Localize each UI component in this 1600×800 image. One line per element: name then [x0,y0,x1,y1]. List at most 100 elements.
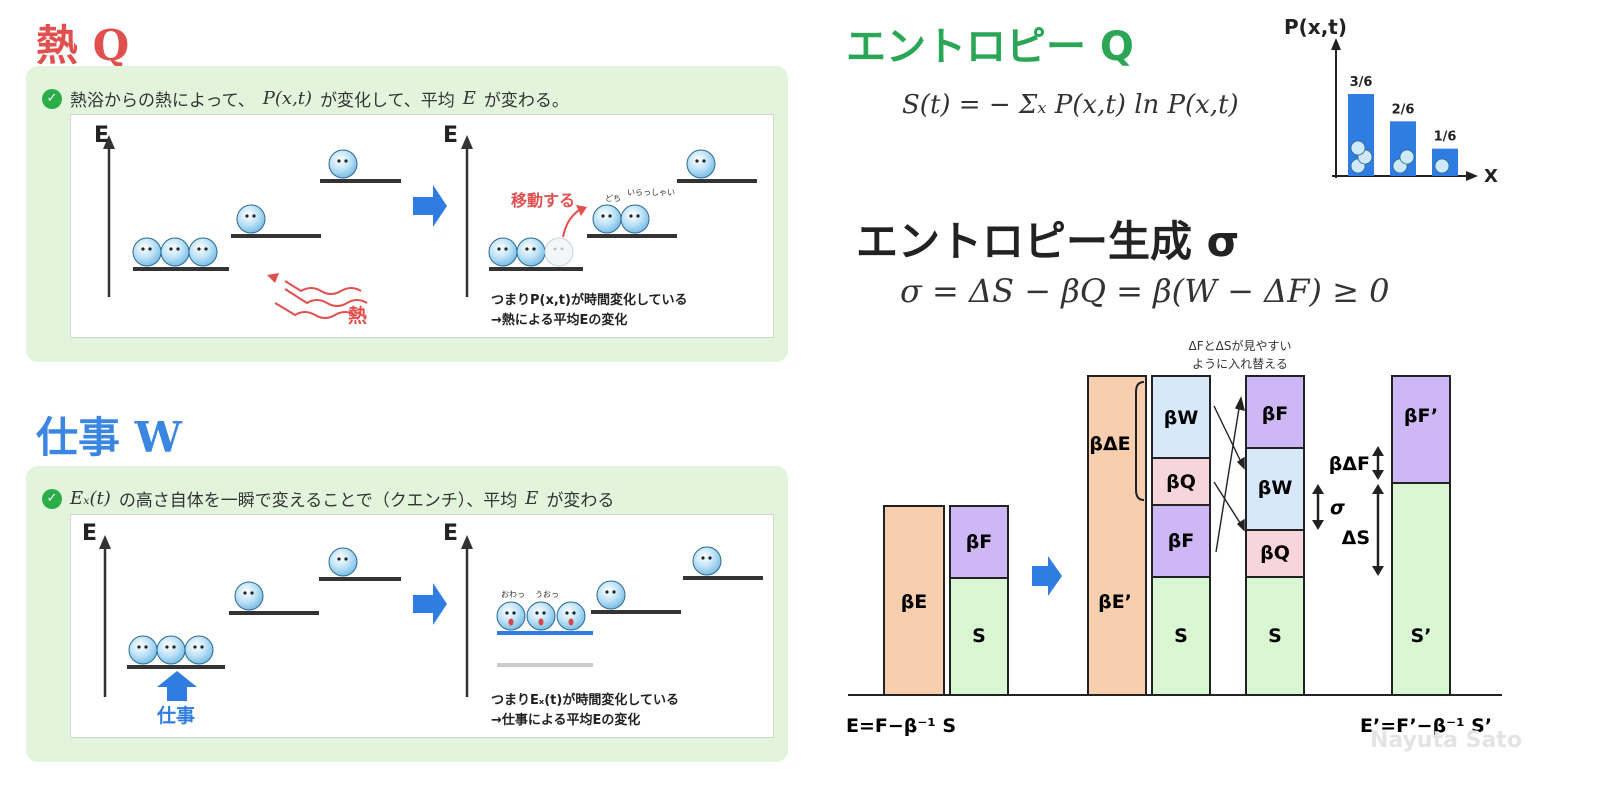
work-illustration: E E 仕事 おわっ うおっ つまりEₓ(t)が時間変化している →仕事による平… [70,514,774,738]
block-beta-q-2 [1245,529,1305,578]
production-formula: σ = ΔS − βQ = β(W − ΔF) ≥ 0 [900,272,1390,310]
arrow-up-icon [1312,484,1324,494]
bar-label-1: 3/6 [1350,75,1373,90]
label-beta-f-2: βF [1168,530,1195,552]
check-icon: ✓ [42,488,62,509]
swap-note-line1: ΔFとΔSが見やすい [1189,338,1292,353]
equation-right: E’=F’−β⁻¹ S’ [1360,715,1492,737]
bar-label-2: 2/6 [1392,102,1415,117]
label-delta-s: ΔS [1342,527,1370,549]
label-beta-e-prime: βE’ [1098,591,1132,613]
work-title: 仕事 W [36,413,182,462]
label-beta-delta-e: βΔE [1089,433,1130,455]
work-note-line1: つまりEₓ(t)が時間変化している [491,693,679,708]
transition-arrow-icon [1032,556,1062,596]
particle-group-mid-after [592,204,650,234]
heat-panel: ✓ 熱浴からの熱によって、 P(x,t) が変化して、平均 E が変わる。 [26,66,788,362]
block-s-2 [1151,576,1211,696]
label-beta-q-2: βQ [1260,542,1290,564]
entropy-formula: S(t) = − Σₓ P(x,t) ln P(x,t) [902,90,1239,120]
work-bullet-math-e: E [525,488,539,509]
axis-arrow-icon [103,135,115,149]
block-beta-e-prime [1087,375,1147,696]
whisper-label-1: おわっ [501,590,525,599]
heat-bullet: ✓ 熱浴からの熱によって、 P(x,t) が変化して、平均 E が変わる。 [42,86,569,111]
whisper-label-2: うおっ [535,590,559,599]
chart-x-label: X [1484,166,1498,187]
heat-note-line1: つまりP(x,t)が時間変化している [491,293,688,308]
label-s: S [972,625,986,647]
particle-high [328,547,358,577]
particle-icon [1399,149,1415,165]
axis-arrow-icon [99,535,111,549]
work-bullet-text-c: が変わる [546,491,615,511]
axis-arrow-icon [461,135,473,149]
swap-arrows-icon [1213,395,1245,553]
label-beta-delta-f: βΔF [1329,453,1370,475]
work-diagram-svg [99,535,763,701]
swap-note-line2: ように入れ替える [1192,357,1288,371]
block-beta-q [1151,457,1211,506]
label-s-2: S [1174,625,1188,647]
chart-bars: 3/6 2/6 1/6 [1348,75,1458,176]
particle-icon [1350,140,1366,156]
label-beta-f: βF [966,531,993,553]
label-sigma: σ [1330,497,1345,519]
work-panel: ✓ Eₓ(t) の高さ自体を一瞬で変えることで（クエンチ）、平均 E が変わる [26,466,788,762]
particle-mid [234,581,264,611]
heat-title: 熱 Q [36,21,130,70]
heat-illustration: E E 熱 移動する どち いらっしゃい つまりP(x,t)が時間変化している … [70,114,774,338]
arrow-down-icon [1372,470,1384,480]
particle-group-low-after [488,237,574,267]
particle-icon [1434,158,1450,174]
heat-bullet-math-p: P(x,t) [262,88,313,109]
heat-axis-label-right: E [443,123,459,148]
axis-arrow-icon [461,535,473,549]
label-s-3: S [1268,625,1282,647]
label-beta-w: βW [1164,407,1199,429]
block-s [949,577,1009,696]
transition-arrow-icon [413,185,447,227]
heat-axis-label-left: E [94,123,110,148]
heat-bullet-text-b: が変化して、平均 [320,91,455,111]
bar-label-3: 1/6 [1434,130,1457,145]
particle-mid-after [596,580,626,610]
label-beta-w-2: βW [1258,477,1293,499]
particle-mid [236,204,266,234]
move-arrow-icon [562,208,582,238]
arrow-up-icon [1372,446,1384,456]
chart-y-label: P(x,t) [1284,15,1347,39]
label-beta-q: βQ [1166,471,1196,493]
work-push-arrow-icon [157,671,197,701]
particle-high-after [686,149,716,179]
particle-high-after [692,546,722,576]
arrow-down-icon [1372,566,1384,576]
label-beta-e: βE [901,591,928,613]
delta-e-brace [1135,381,1145,501]
work-axis-label-right: E [443,521,459,546]
heat-wave-icon [267,273,368,319]
block-s-3 [1245,576,1305,696]
block-beta-f-2 [1151,504,1211,578]
heat-diagram-svg [103,135,757,319]
label-s-prime: S’ [1411,625,1432,647]
equation-left: E=F−β⁻¹ S [846,715,956,737]
particle-high [328,149,358,179]
block-beta-f-prime [1391,375,1451,484]
block-beta-f-3 [1245,375,1305,449]
move-arrowhead-icon [576,205,587,216]
work-note-line2: →仕事による平均Eの変化 [491,713,641,728]
particle-group-raised [496,601,586,631]
work-bullet: ✓ Eₓ(t) の高さ自体を一瞬で変えることで（クエンチ）、平均 E が変わる [42,486,614,511]
work-bullet-math-ex: Eₓ(t) [70,488,111,509]
heat-label: 熱 [348,305,368,327]
axis-arrow-icon [1466,171,1478,181]
block-beta-w [1151,375,1211,459]
heat-bullet-text-a: 熱浴からの熱によって、 [70,91,255,111]
axis-arrow-icon [1331,38,1341,50]
arrow-down-icon [1312,520,1324,530]
watermark: Nayuta Sato [1370,728,1522,753]
probability-chart: P(x,t) X 3/6 2/6 1/6 [1284,15,1498,187]
heat-note-line2: →熱による平均Eの変化 [491,313,628,328]
work-axis-label-left: E [82,521,98,546]
